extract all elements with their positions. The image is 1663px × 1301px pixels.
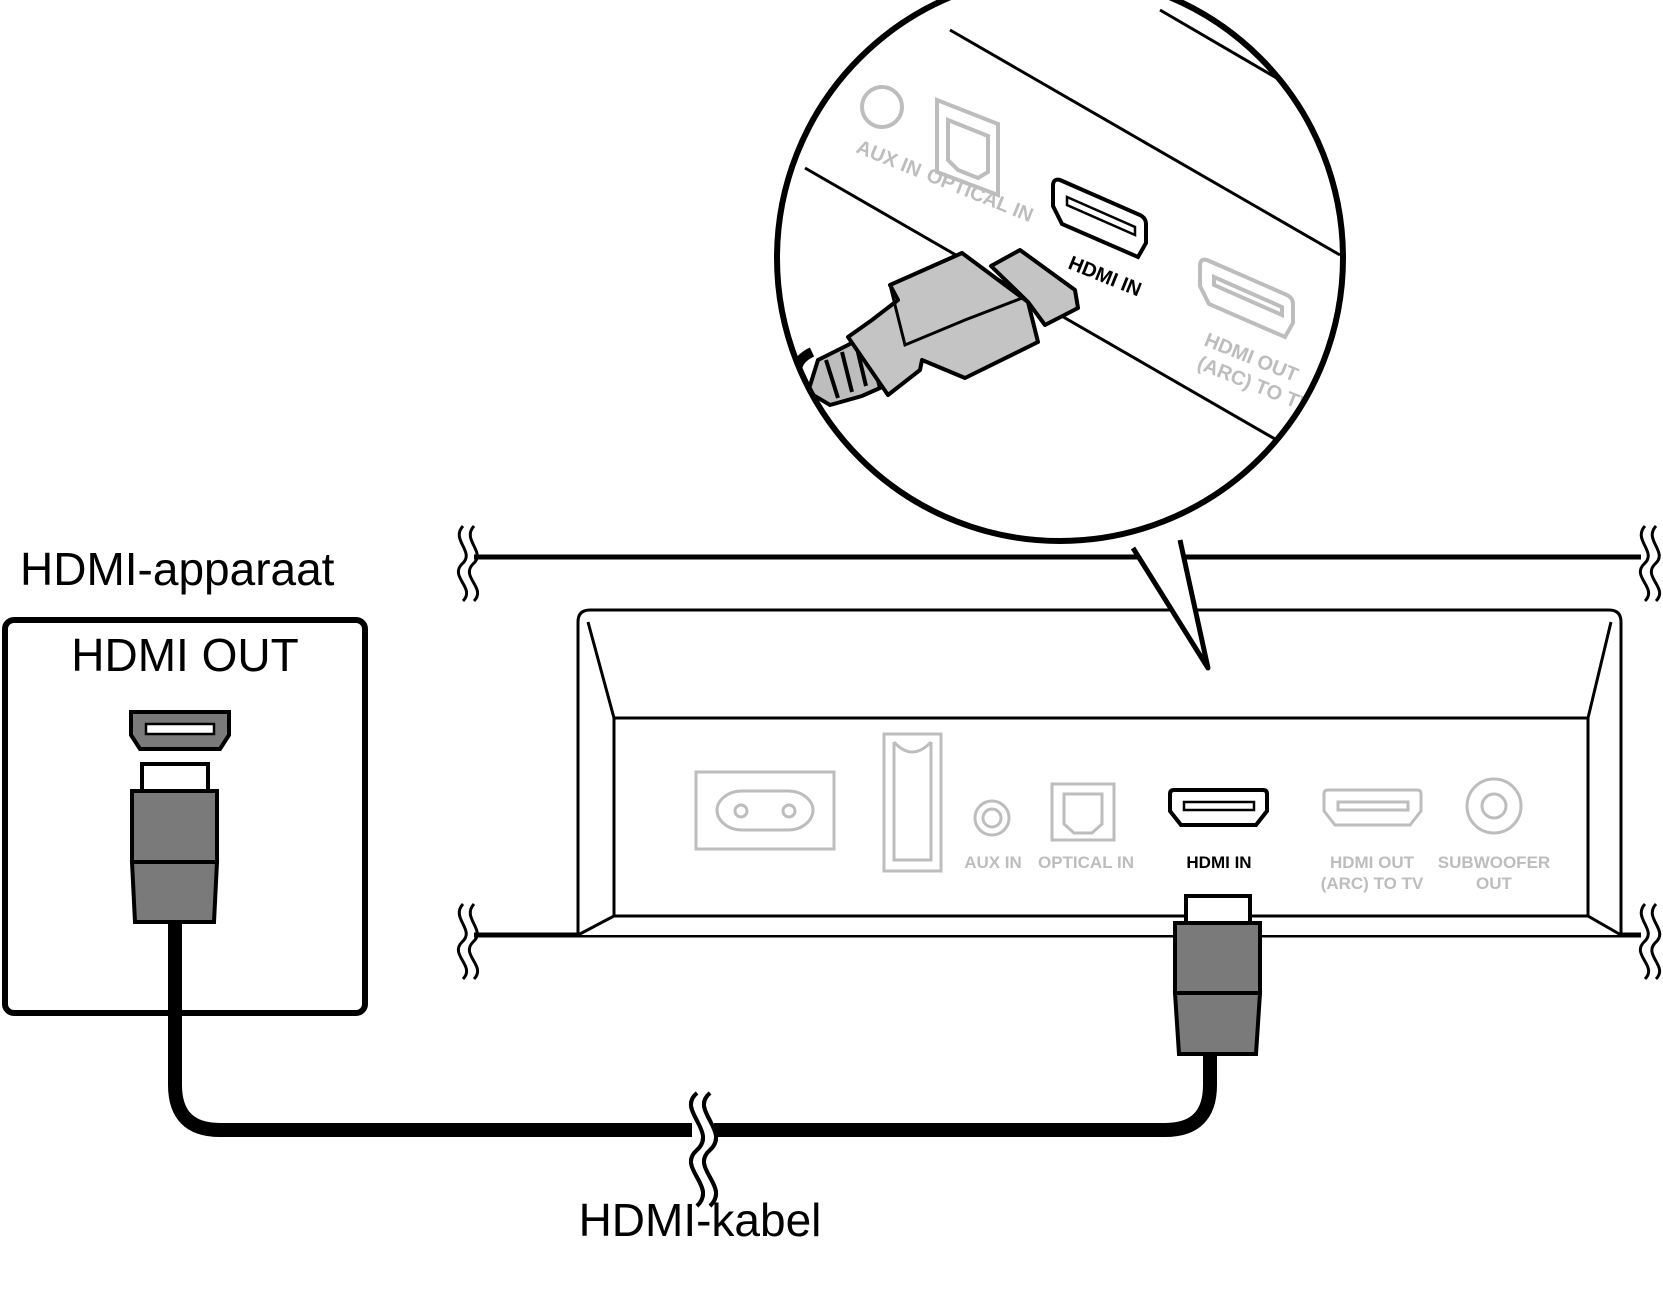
service-slot-icon xyxy=(882,732,943,873)
panel-subwoofer-label-2: OUT xyxy=(1476,874,1513,893)
panel-hdmi-out-label-1: HDMI OUT xyxy=(1330,853,1415,872)
callout-outline xyxy=(774,0,1346,544)
callout-pointer xyxy=(1130,539,1211,671)
zoom-optical-in-port-icon xyxy=(935,97,1000,198)
unit-rear-panel: AUX IN OPTICAL IN HDMI IN HDMI OUT (ARC)… xyxy=(456,524,1662,981)
device-socket-slot xyxy=(144,722,216,736)
break-mark-bottom-right xyxy=(1638,902,1662,981)
panel-aux-in-label: AUX IN xyxy=(964,853,1022,872)
zoom-aux-in-jack-icon xyxy=(860,85,904,129)
unit-plug-tip xyxy=(1184,894,1252,925)
device-port-label: HDMI OUT xyxy=(71,629,298,681)
unit-plug-boot xyxy=(1172,991,1263,1056)
break-mark-top-right xyxy=(1638,524,1662,603)
aux-in-jack-icon xyxy=(973,799,1011,837)
cable-label: HDMI-kabel xyxy=(579,1194,822,1246)
panel-hdmi-in-label: HDMI IN xyxy=(1186,853,1251,872)
panel-hdmi-out-label-2: (ARC) TO TV xyxy=(1321,874,1424,893)
panel-hdmi-out-port-icon xyxy=(1322,788,1423,827)
panel-optical-in-label: OPTICAL IN xyxy=(1038,853,1134,872)
zoom-callout: AUX IN OPTICAL IN HDMI IN HDMI OUT (ARC)… xyxy=(774,0,1346,671)
zoom-hdmi-in-port-icon xyxy=(1051,177,1148,260)
unit-hdmi-plug xyxy=(1172,894,1263,1056)
device-plug-body xyxy=(130,789,219,864)
ac-inlet-icon xyxy=(694,770,836,851)
device-plug-tip xyxy=(140,762,210,793)
device-plug-boot xyxy=(129,860,220,924)
callout-circle xyxy=(777,0,1343,541)
panel-subwoofer-label-1: SUBWOOFER xyxy=(1438,853,1550,872)
hdmi-device: HDMI-apparaat HDMI OUT xyxy=(2,543,368,1016)
optical-in-port-icon xyxy=(1050,782,1116,842)
break-mark-top-left xyxy=(456,524,480,603)
break-mark-bottom-left xyxy=(456,902,480,981)
zoom-hdmi-plug xyxy=(792,248,1080,408)
zoom-hdmi-out-port-icon xyxy=(1198,257,1295,340)
device-title: HDMI-apparaat xyxy=(20,543,335,595)
zoom-plug-tip xyxy=(989,248,1080,327)
subwoofer-out-jack-icon xyxy=(1465,777,1523,835)
unit-plug-body xyxy=(1173,921,1262,995)
panel-hdmi-in-port-icon xyxy=(1168,788,1269,827)
